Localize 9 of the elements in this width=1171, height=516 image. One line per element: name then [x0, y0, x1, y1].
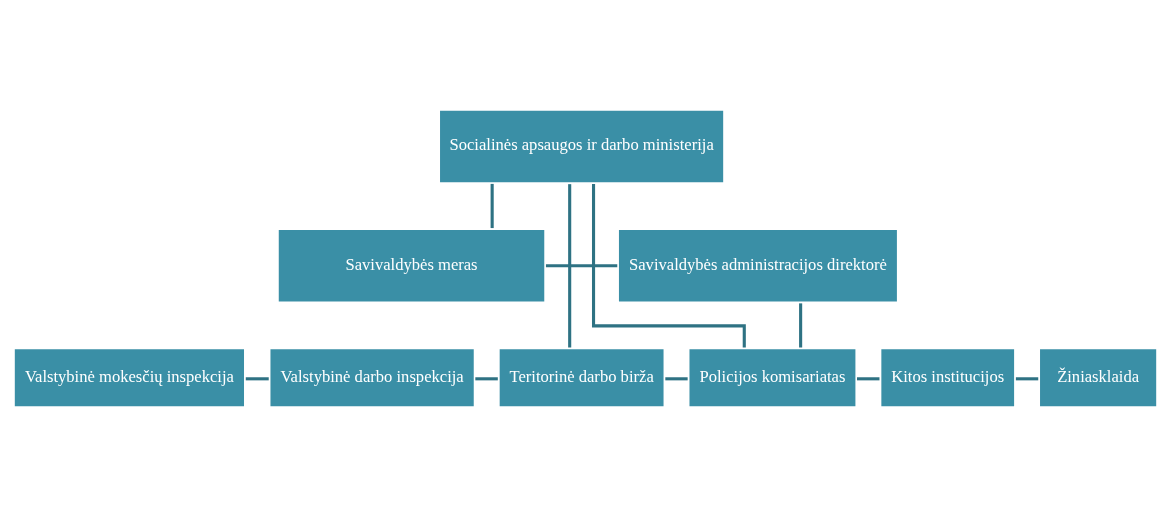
connector [1015, 376, 1039, 380]
connector [665, 376, 688, 380]
connector [245, 376, 269, 380]
connector [475, 376, 498, 380]
connector [545, 263, 618, 267]
connector [799, 302, 803, 347]
connector [857, 376, 880, 380]
connector [490, 183, 494, 228]
connector [568, 183, 572, 347]
